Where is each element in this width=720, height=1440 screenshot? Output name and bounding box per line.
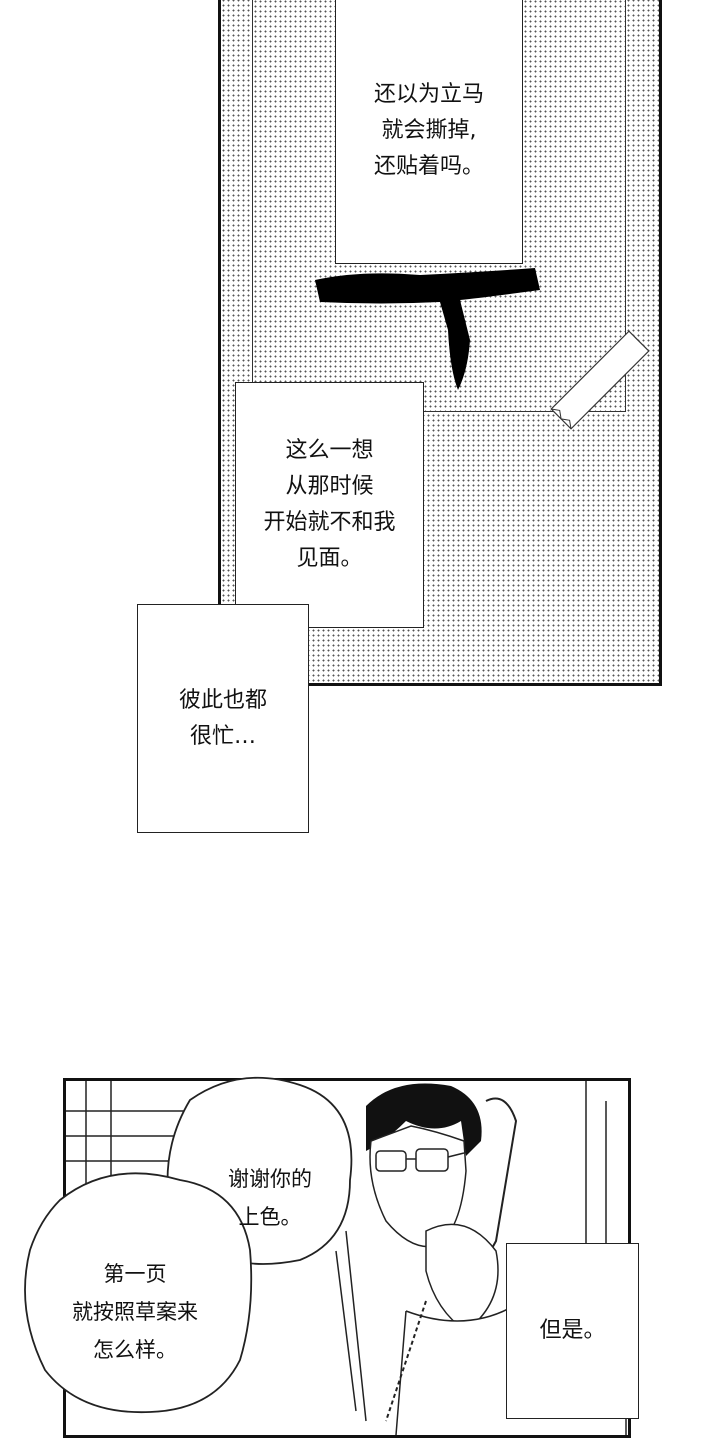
bubble-line: 上色。 bbox=[238, 1205, 302, 1229]
phone-cord bbox=[385, 1300, 427, 1422]
caption-box-3: 彼此也都 很忙… bbox=[137, 604, 309, 833]
bubble-line: 谢谢你的 bbox=[228, 1167, 312, 1191]
caption-line: 这么一想 bbox=[285, 438, 374, 463]
caption-line: 还贴着吗。 bbox=[373, 154, 484, 179]
caption-line: 彼此也都 bbox=[178, 687, 267, 713]
bubble-line: 就按照草案来 bbox=[72, 1300, 198, 1324]
caption-box-1: 还以为立马 就会撕掉, 还贴着吗。 bbox=[335, 0, 523, 264]
caption-line: 但是。 bbox=[539, 1318, 606, 1343]
caption-line: 很忙… bbox=[189, 723, 256, 749]
caption-box-2: 这么一想 从那时候 开始就不和我 见面。 bbox=[235, 382, 424, 628]
caption-line: 从那时候 bbox=[285, 474, 374, 499]
bubble-1-text: 谢谢你的 上色。 bbox=[200, 1160, 340, 1236]
glasses-icon bbox=[375, 1148, 465, 1172]
hair bbox=[366, 1083, 482, 1156]
calligraphy-and-tape-drawing bbox=[315, 268, 650, 430]
bubble-2-text: 第一页 就按照草案来 怎么样。 bbox=[40, 1255, 230, 1369]
speech-bubble-2 bbox=[24, 1172, 253, 1414]
tape-icon bbox=[550, 330, 650, 430]
caption-box-4: 但是。 bbox=[506, 1243, 639, 1419]
bubble-line: 第一页 bbox=[103, 1262, 167, 1286]
hand bbox=[425, 1223, 499, 1332]
calligraphy-stroke bbox=[315, 268, 540, 390]
caption-line: 还以为立马 bbox=[373, 82, 484, 107]
bubble-line: 怎么样。 bbox=[93, 1338, 177, 1362]
caption-line: 开始就不和我 bbox=[263, 510, 396, 535]
speech-bubble-shapes bbox=[24, 1076, 353, 1414]
caption-line: 见面。 bbox=[296, 546, 363, 571]
caption-line: 就会撕掉, bbox=[381, 118, 477, 143]
caption-2-text: 这么一想 从那时候 开始就不和我 见面。 bbox=[263, 433, 395, 577]
caption-1-text: 还以为立马 就会撕掉, 还贴着吗。 bbox=[374, 77, 484, 185]
caption-3-text: 彼此也都 很忙… bbox=[179, 683, 267, 755]
